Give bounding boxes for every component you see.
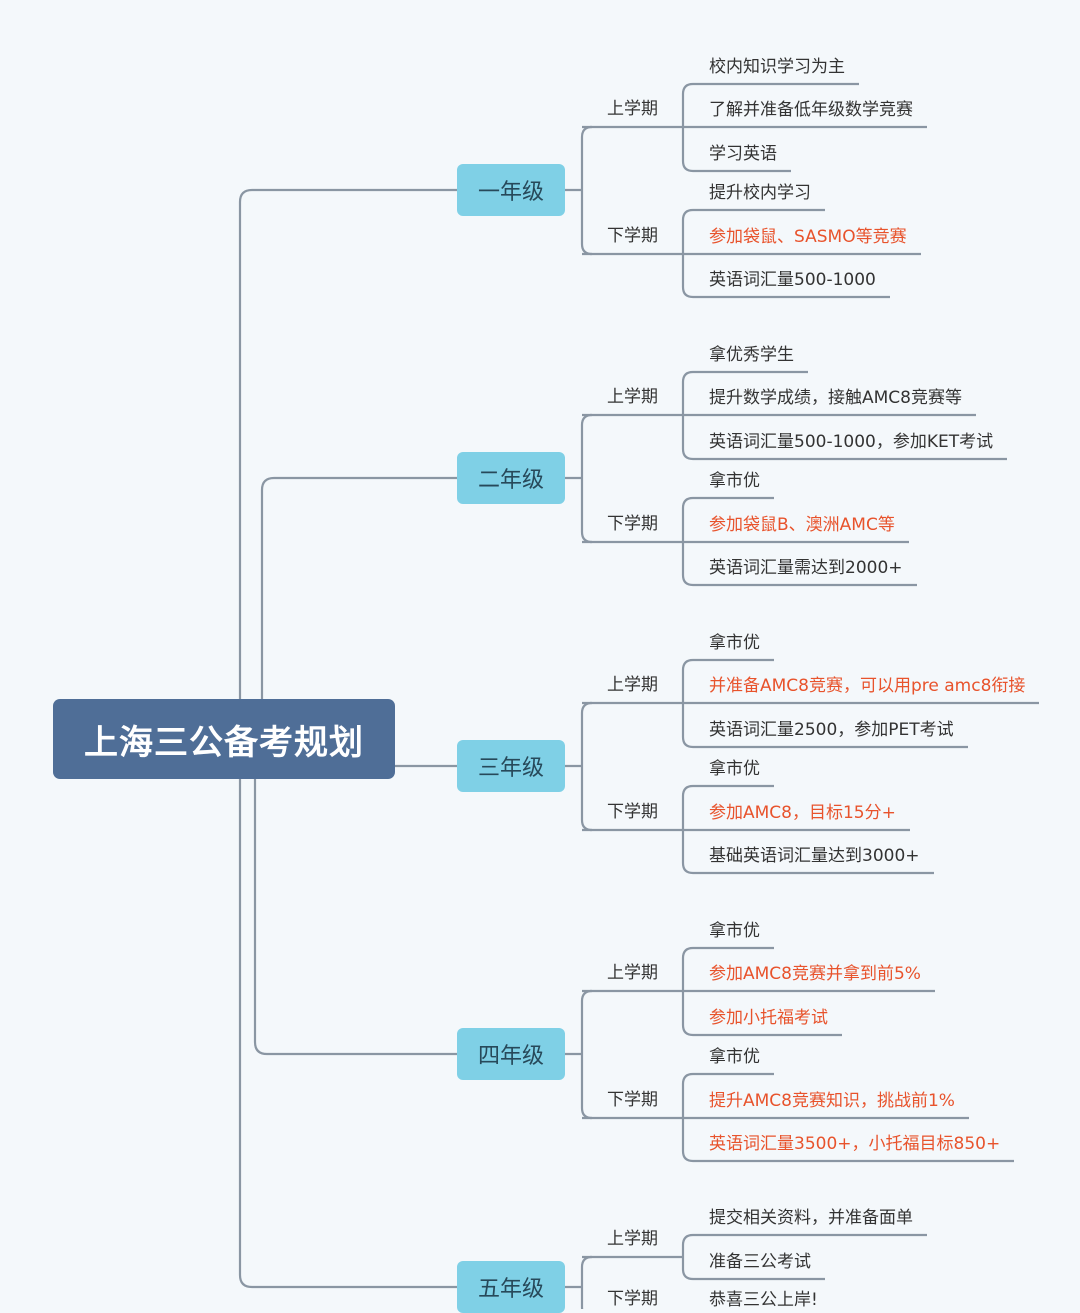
connector-line [681,208,825,221]
root-node[interactable]: 上海三公备考规划 [53,699,395,779]
connector-line [681,574,917,587]
semester-label[interactable]: 下学期 [607,802,658,822]
connector-line [580,1107,593,1120]
semester-label[interactable]: 下学期 [607,514,658,534]
connector-line [681,946,774,959]
connector-line [681,496,774,509]
plan-item[interactable]: 参加小托福考试 [709,1008,828,1028]
connector-line [681,658,774,671]
connector-line [681,1150,1014,1163]
connector-line [260,476,457,699]
plan-item[interactable]: 并准备AMC8竞赛，可以用pre amc8衔接 [709,676,1026,696]
semester-label[interactable]: 下学期 [607,1090,658,1110]
plan-item[interactable]: 参加AMC8，目标15分+ [709,803,896,823]
plan-item[interactable]: 校内知识学习为主 [709,57,845,77]
semester-label[interactable]: 上学期 [607,1229,658,1249]
connector-line [681,736,968,749]
grade-node[interactable]: 一年级 [457,164,565,216]
plan-item[interactable]: 参加袋鼠B、澳洲AMC等 [709,515,895,535]
connector-line [681,862,934,875]
connector-line [681,370,808,383]
connector-line [681,82,859,95]
plan-item[interactable]: 基础英语词汇量达到3000+ [709,846,920,866]
grade-node[interactable]: 二年级 [457,452,565,504]
connector-line [580,701,593,714]
connector-line [238,779,457,1289]
connector-line [681,286,890,299]
connector-line [681,1072,774,1085]
connector-line [580,989,593,1002]
grade-node[interactable]: 五年级 [457,1261,565,1313]
plan-item[interactable]: 拿市优 [709,633,760,653]
plan-item[interactable]: 拿优秀学生 [709,345,794,365]
plan-item[interactable]: 英语词汇量500-1000 [709,270,876,290]
plan-item[interactable]: 提升数学成绩，接触AMC8竞赛等 [709,388,962,408]
grade-node[interactable]: 四年级 [457,1028,565,1080]
plan-item[interactable]: 恭喜三公上岸! [709,1290,818,1310]
plan-item[interactable]: 拿市优 [709,1047,760,1067]
plan-item[interactable]: 参加袋鼠、SASMO等竞赛 [709,227,907,247]
connector-line [681,448,1007,461]
plan-item[interactable]: 提升校内学习 [709,183,811,203]
plan-item[interactable]: 拿市优 [709,759,760,779]
connector-line [580,1255,593,1268]
connector-line [681,160,791,173]
plan-item[interactable]: 拿市优 [709,471,760,491]
semester-label[interactable]: 上学期 [607,963,658,983]
plan-item[interactable]: 拿市优 [709,921,760,941]
plan-item[interactable]: 准备三公考试 [709,1252,811,1272]
plan-item[interactable]: 学习英语 [709,144,777,164]
connector-line [580,125,593,138]
connector-line [681,1024,842,1037]
connector-line [238,188,457,699]
semester-label[interactable]: 上学期 [607,387,658,407]
semester-label[interactable]: 下学期 [607,1289,658,1309]
connector-line [580,531,593,544]
plan-item[interactable]: 提升AMC8竞赛知识，挑战前1% [709,1091,955,1111]
connector-line [681,784,774,797]
semester-label[interactable]: 上学期 [607,675,658,695]
connector-line [681,1268,825,1281]
plan-item[interactable]: 参加AMC8竞赛并拿到前5% [709,964,921,984]
plan-item[interactable]: 英语词汇量需达到2000+ [709,558,903,578]
connector-line [681,1233,927,1246]
plan-item[interactable]: 了解并准备低年级数学竞赛 [709,100,913,120]
semester-label[interactable]: 上学期 [607,99,658,119]
connector-line [253,779,457,1056]
plan-item[interactable]: 英语词汇量2500，参加PET考试 [709,720,954,740]
plan-item[interactable]: 英语词汇量500-1000，参加KET考试 [709,432,994,452]
plan-item[interactable]: 英语词汇量3500+，小托福目标850+ [709,1134,1001,1154]
connector-line [580,819,593,832]
semester-label[interactable]: 下学期 [607,226,658,246]
grade-node[interactable]: 三年级 [457,740,565,792]
connector-line [580,413,593,426]
plan-item[interactable]: 提交相关资料，并准备面单 [709,1208,913,1228]
connector-line [580,243,593,256]
